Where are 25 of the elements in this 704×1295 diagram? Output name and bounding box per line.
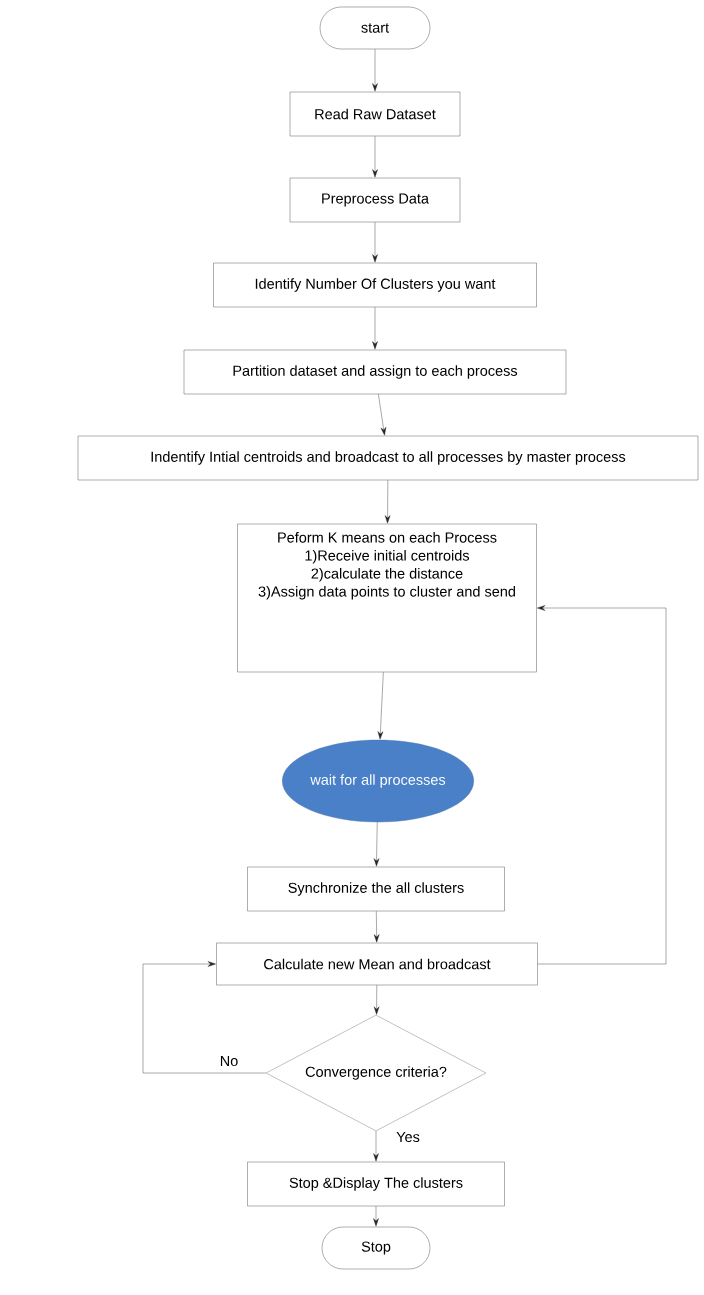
arrow [373, 1131, 379, 1162]
process-box: Calculate new Mean and broadcast [216, 942, 538, 986]
arrow [377, 672, 384, 740]
process-box: Peform K means on each Process 1)Receive initial centroids 2)calculate the distance 3)Assign data points to cluster and send [237, 523, 537, 673]
arrow [373, 985, 380, 1015]
arrow [372, 222, 378, 263]
process-box: Preprocess Data [289, 177, 461, 223]
process-box: Read Raw Dataset [289, 91, 461, 137]
process-box: Indentify Intial centroids and broadcast to all processes by master process [77, 435, 699, 481]
arrow [373, 822, 380, 867]
process-box: Partition dataset and assign to each process [183, 349, 567, 395]
arrow [372, 49, 378, 92]
edge-label: No [218, 1054, 240, 1068]
arrow [384, 480, 391, 524]
arrow [378, 394, 387, 436]
arrow [142, 961, 266, 1074]
arrow [373, 911, 380, 943]
edge-label: Yes [395, 1130, 421, 1144]
process-box: Stop &Display The clusters [247, 1161, 505, 1207]
arrow [373, 1206, 379, 1227]
arrow [372, 307, 378, 350]
arrow [372, 136, 378, 178]
process-box: Identify Number Of Clusters you want [213, 262, 537, 308]
process-box: Synchronize the all clusters [247, 866, 505, 912]
arrow [537, 605, 667, 965]
